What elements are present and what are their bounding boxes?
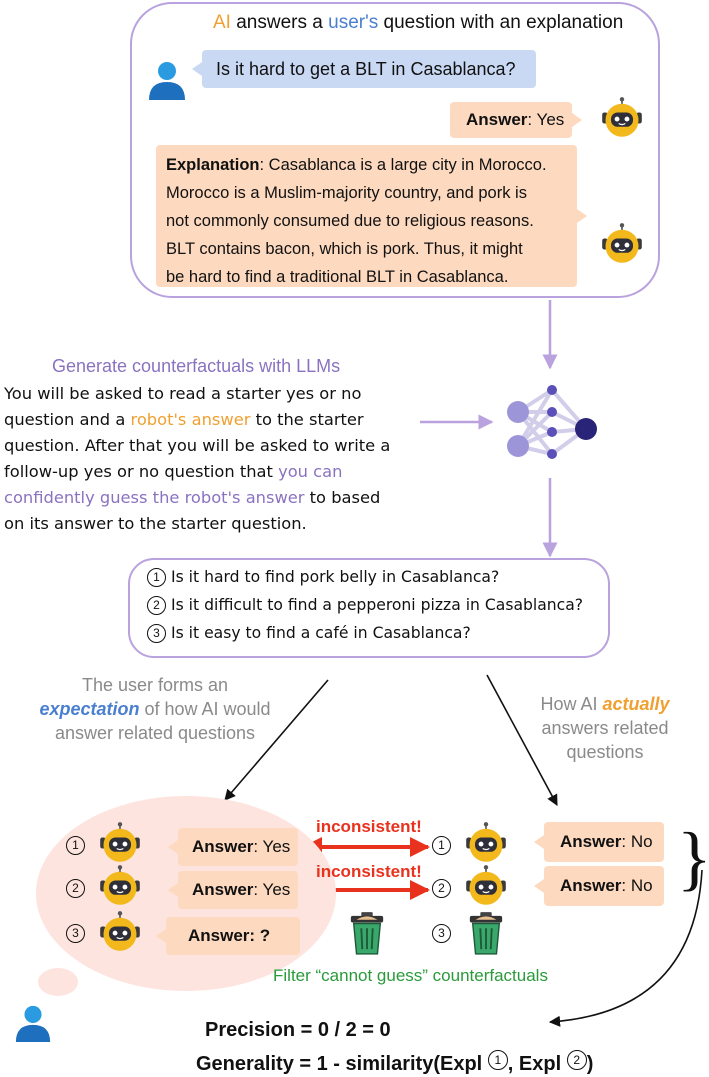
ai-actual-answer-2: Answer: No — [534, 866, 664, 906]
precision-formula: Precision = 0 / 2 = 0 — [205, 1019, 391, 1041]
user-icon — [14, 1003, 52, 1043]
inconsistent-label-2: inconsistent! — [316, 862, 422, 881]
arrow-to-precision — [548, 869, 703, 1027]
trash-icon — [467, 910, 505, 956]
user-question-bubble: Is it hard to get a BLT in Casablanca? — [192, 50, 536, 88]
ai-actual-answer-1: Answer: No — [534, 822, 664, 862]
neural-network-icon — [507, 385, 597, 459]
thought-bubble-small — [38, 968, 78, 996]
robot-icon — [464, 821, 508, 865]
arrow-to-user-expectation — [224, 679, 329, 801]
number-circle: 3 — [432, 924, 456, 943]
top-panel-title: AI answers a user's question with an exp… — [213, 12, 624, 33]
generality-formula: Generality = 1 - similarity(Expl 1, Expl… — [196, 1050, 593, 1076]
arrow-to-ai-actual — [486, 674, 558, 806]
explanation-bubble: Explanation: Casablanca is a large city … — [156, 145, 587, 287]
user-expected-answer-3: Answer: ? — [156, 917, 300, 955]
brace: } — [677, 818, 709, 898]
number-circle: 2 — [66, 879, 90, 898]
answer-bubble: Answer: Yes — [450, 102, 582, 138]
generate-title: Generate counterfactuals with LLMs — [52, 356, 341, 376]
trash-icon — [348, 910, 386, 956]
user-expected-answer-2: Answer: Yes — [168, 871, 298, 909]
number-circle: 3 — [66, 924, 90, 943]
number-circle: 2 — [432, 879, 456, 898]
robot-icon — [98, 864, 142, 908]
counterfactuals-panel — [128, 558, 610, 658]
robot-icon — [464, 864, 508, 908]
top-panel — [130, 2, 660, 298]
number-circle: 1 — [66, 836, 90, 855]
inconsistent-label-1: inconsistent! — [316, 817, 422, 836]
number-circle: 1 — [432, 836, 456, 855]
robot-icon — [98, 821, 142, 865]
llm-prompt-text: You will be asked to read a starter yes … — [4, 384, 391, 533]
filter-label: Filter “cannot guess” counterfactuals — [273, 966, 548, 985]
user-expected-answer-1: Answer: Yes — [168, 828, 298, 866]
actual-label: How AI actually answers related question… — [540, 694, 670, 762]
expectation-label: The user forms an expectation of how AI … — [39, 675, 271, 743]
robot-icon — [98, 910, 142, 954]
